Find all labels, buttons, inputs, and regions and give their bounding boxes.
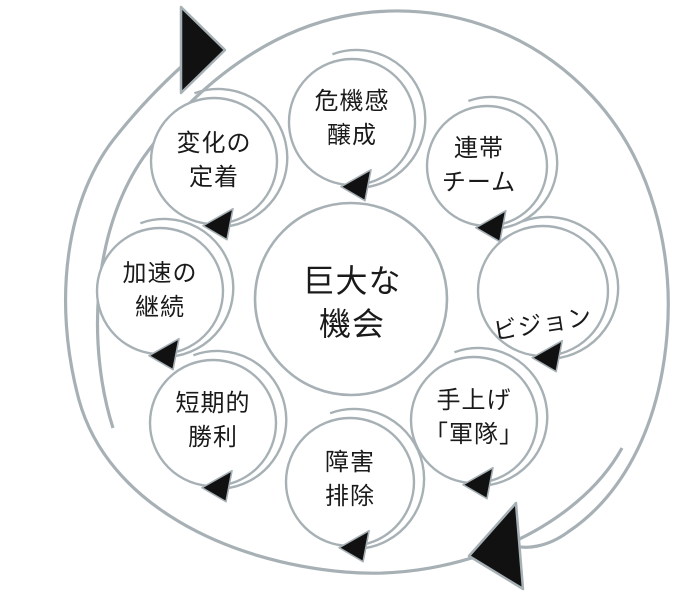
outer-cycle-arrowhead-bottom-icon xyxy=(467,501,525,591)
swirl-arrowhead-icon xyxy=(338,529,370,563)
node-circle-vision xyxy=(476,224,610,358)
node-circle-volunteer-army xyxy=(409,355,539,485)
node-swirl-arrow-vision xyxy=(522,215,620,360)
node-volunteer-army xyxy=(409,346,549,500)
node-circle-institute-change xyxy=(149,96,279,226)
node-vision xyxy=(476,215,620,373)
node-swirl-arrow-coalition xyxy=(467,95,559,230)
node-institute-change xyxy=(149,87,289,241)
node-swirl-arrow-barriers xyxy=(329,407,426,550)
node-circle-short-term-wins xyxy=(148,358,278,488)
node-urgency xyxy=(287,48,427,202)
swirl-arrowhead-icon xyxy=(531,339,563,373)
node-coalition xyxy=(425,95,559,243)
swirl-arrowhead-icon xyxy=(340,168,372,202)
node-barriers xyxy=(284,407,426,563)
center-circle xyxy=(253,201,449,397)
node-swirl-arrow-short-term-wins xyxy=(192,349,288,490)
node-swirl-arrow-volunteer-army xyxy=(453,346,549,487)
node-circle-urgency xyxy=(287,57,417,187)
swirl-arrowhead-icon xyxy=(201,469,233,503)
swirl-arrowhead-icon xyxy=(148,337,180,371)
node-circle-acceleration xyxy=(95,226,225,356)
node-swirl-arrow-urgency xyxy=(331,48,427,189)
node-circle-coalition xyxy=(425,104,549,228)
node-swirl-arrow-institute-change xyxy=(193,87,289,228)
step-nodes-layer xyxy=(95,48,620,563)
outer-cycle-arrowhead-top-icon xyxy=(179,5,227,95)
swirl-arrowhead-icon xyxy=(462,466,494,500)
swirl-arrowhead-icon xyxy=(202,207,234,241)
node-short-term-wins xyxy=(148,349,288,503)
node-swirl-arrow-acceleration xyxy=(139,217,235,358)
swirl-arrowhead-icon xyxy=(475,209,507,243)
node-acceleration xyxy=(95,217,235,371)
node-circle-barriers xyxy=(284,416,416,548)
outer-cycle-arc-right xyxy=(95,9,670,549)
